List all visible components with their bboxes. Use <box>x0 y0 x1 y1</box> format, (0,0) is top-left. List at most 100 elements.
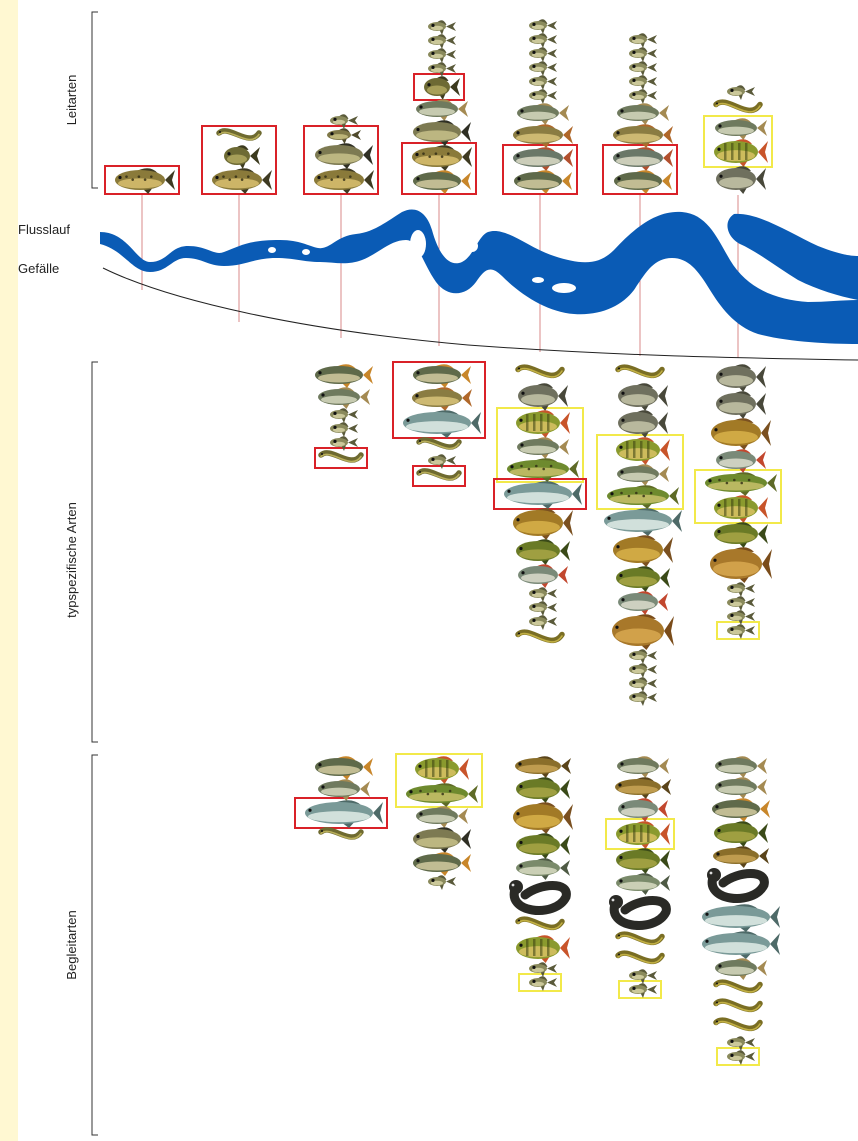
fish-nase <box>613 147 673 171</box>
fish-brown-trout <box>412 145 472 171</box>
fish-nase <box>513 147 573 171</box>
label-leitarten: Leitarten <box>64 75 79 126</box>
fish-minnow <box>428 34 456 49</box>
fish-dace <box>517 103 569 125</box>
fish-brown-trout <box>212 168 272 194</box>
fish-bream <box>716 391 766 419</box>
fish-burbot <box>515 756 571 778</box>
fish-loach <box>327 128 361 144</box>
fish-dace <box>617 103 669 125</box>
fish-lamprey <box>321 830 361 839</box>
column-leitarten-zone-1 <box>105 166 179 194</box>
column-begleitarten-zone-7 <box>702 756 780 1065</box>
fish-eel <box>716 1020 760 1030</box>
fish-salmon <box>305 800 383 828</box>
fish-chub <box>413 364 471 388</box>
fish-pike <box>705 472 777 496</box>
fish-minnow <box>727 582 755 597</box>
fish-tench <box>516 539 570 565</box>
fish-eel <box>618 934 662 944</box>
column-begleitarten-zone-6 <box>606 756 674 998</box>
fish-columns <box>105 19 781 1065</box>
fish-minnow <box>529 615 557 630</box>
label-gefaelle: Gefälle <box>18 261 59 276</box>
fish-minnow <box>727 1050 755 1065</box>
fish-perch <box>516 410 570 438</box>
column-leitarten-zone-3 <box>304 114 378 194</box>
fish-minnow <box>629 663 657 678</box>
bracket-leitarten <box>92 12 98 188</box>
fish-perch <box>616 437 670 465</box>
fish-brown-trout <box>115 168 175 194</box>
fish-minnow <box>428 875 456 890</box>
fish-minnow <box>529 976 557 991</box>
fish-minnow <box>529 47 557 62</box>
fish-minnow <box>629 75 657 90</box>
fish-eel <box>518 367 562 377</box>
fish-carp <box>613 535 673 567</box>
fish-bullhead <box>224 145 260 169</box>
fish-salmon <box>702 904 780 932</box>
fish-eel <box>716 102 760 112</box>
fish-catfish <box>707 868 764 898</box>
fish-dace <box>517 437 569 459</box>
fish-grayling <box>315 143 373 169</box>
fish-eel <box>716 982 760 992</box>
fish-eel <box>618 367 662 377</box>
label-begleitarten: Begleitarten <box>64 910 79 979</box>
fish-dace <box>715 118 767 140</box>
fish-minnow <box>428 20 456 35</box>
fish-dace <box>617 464 669 486</box>
fish-bream <box>716 166 766 194</box>
fish-dace <box>715 756 767 778</box>
fish-bream <box>618 410 668 438</box>
fish-eel <box>518 632 562 642</box>
river-course <box>100 209 858 344</box>
column-leitarten-zone-6 <box>603 33 677 194</box>
fish-perch <box>516 935 570 963</box>
fish-perch <box>714 139 768 167</box>
fish-tench <box>616 566 670 592</box>
fish-minnow <box>629 89 657 104</box>
fish-carp <box>711 418 771 450</box>
fish-tench <box>516 833 570 859</box>
fish-minnow <box>529 61 557 76</box>
fish-minnow <box>629 33 657 48</box>
fish-minnow <box>529 33 557 48</box>
fish-minnow <box>529 601 557 616</box>
fish-zander <box>616 873 670 895</box>
fish-burbot <box>615 777 671 799</box>
fish-salmon <box>403 410 481 438</box>
fish-lamprey <box>321 453 361 462</box>
fish-lamprey <box>219 131 259 140</box>
fish-minnow <box>629 649 657 664</box>
fish-minnow <box>428 48 456 63</box>
fish-perch <box>415 756 469 784</box>
fish-dace <box>318 387 370 409</box>
fish-eel <box>716 1001 760 1011</box>
bracket-begleitarten <box>92 755 98 1135</box>
column-leitarten-zone-4 <box>402 20 476 194</box>
fish-salmon <box>504 481 582 509</box>
fish-chub <box>315 756 373 780</box>
fish-bream <box>618 383 668 411</box>
fish-brown-trout <box>314 168 374 194</box>
fish-bream <box>518 383 568 411</box>
fish-carp <box>513 802 573 834</box>
fish-salmon <box>604 508 682 536</box>
fish-tench <box>714 522 768 548</box>
column-typspezifisch-zone-5 <box>494 367 586 642</box>
fish-chub <box>514 170 572 194</box>
fish-burbot <box>713 846 769 868</box>
fish-pike <box>406 783 478 807</box>
fish-minnow <box>529 89 557 104</box>
label-flusslauf: Flusslauf <box>18 222 70 237</box>
fish-dace <box>617 756 669 778</box>
fish-tench <box>616 848 670 874</box>
fish-zonation-panel: Leitarten typspezifische Arten Begleitar… <box>18 0 858 1141</box>
fish-dace <box>416 806 468 828</box>
fish-bullhead <box>424 76 460 100</box>
fish-minnow <box>727 624 755 639</box>
fish-minnow <box>629 47 657 62</box>
fish-salmon <box>702 931 780 959</box>
